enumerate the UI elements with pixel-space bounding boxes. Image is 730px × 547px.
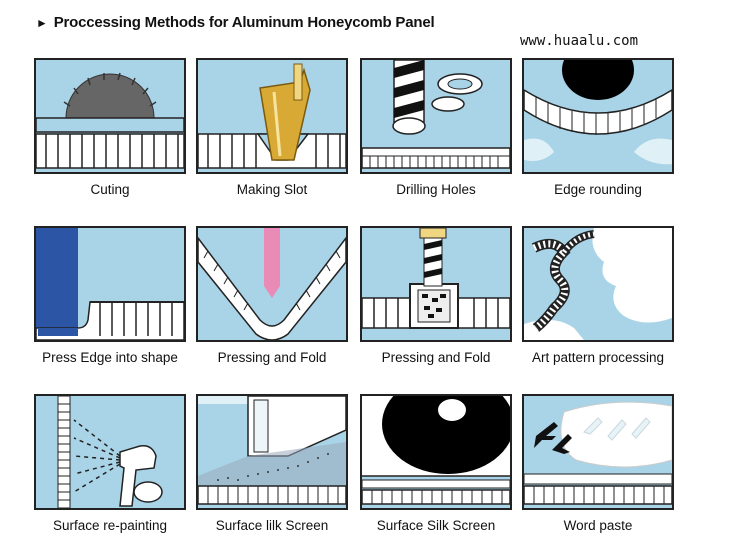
drill-icon <box>360 58 512 174</box>
method-label: Making Slot <box>236 182 308 197</box>
saw-icon <box>34 58 186 174</box>
method-label: Pressing and Fold <box>381 350 491 365</box>
method-cutting: Cuting <box>34 58 186 197</box>
word-paste-icon <box>522 394 674 510</box>
methods-grid: Cuting Making Slot <box>34 58 684 538</box>
site-url: www.huaalu.com <box>520 33 639 49</box>
method-label: Press Edge into shape <box>42 350 178 365</box>
press-fold-icon <box>360 226 512 342</box>
method-label: Edge rounding <box>554 182 642 197</box>
method-label: Cuting <box>90 182 130 197</box>
v-fold-icon <box>196 226 348 342</box>
method-drilling-holes: Drilling Holes <box>360 58 512 197</box>
method-label: Drilling Holes <box>396 182 476 197</box>
method-making-slot: Making Slot <box>196 58 348 197</box>
page-title-text: Proccessing Methods for Aluminum Honeyco… <box>53 14 435 31</box>
method-surface-repainting: Surface re-painting <box>34 394 186 533</box>
bullet-arrow-icon: ► <box>36 16 48 30</box>
spray-gun-icon <box>34 394 186 510</box>
method-v-fold: Pressing and Fold <box>196 226 348 365</box>
method-label: Art pattern processing <box>531 350 665 365</box>
silk-screen-icon <box>196 394 348 510</box>
method-surface-silk-screen: Surface Silk Screen <box>360 394 512 533</box>
method-edge-rounding: Edge rounding <box>522 58 674 197</box>
method-label: Surface lilk Screen <box>215 518 329 533</box>
method-label: Pressing and Fold <box>217 350 327 365</box>
method-surface-lilk-screen: Surface lilk Screen <box>196 394 348 533</box>
slot-cutter-icon <box>196 58 348 174</box>
method-label: Word paste <box>563 518 633 533</box>
method-label: Surface Silk Screen <box>376 518 496 533</box>
method-art-pattern: Art pattern processing <box>522 226 674 365</box>
page-title: ► Proccessing Methods for Aluminum Honeyc… <box>36 14 435 31</box>
method-label: Surface re-painting <box>52 518 168 533</box>
method-press-edge: Press Edge into shape <box>34 226 186 365</box>
method-word-paste: Word paste <box>522 394 674 533</box>
press-edge-icon <box>34 226 186 342</box>
rounding-icon <box>522 58 674 174</box>
silk-roller-icon <box>360 394 512 510</box>
art-pattern-icon <box>522 226 674 342</box>
method-press-fold: Pressing and Fold <box>360 226 512 365</box>
